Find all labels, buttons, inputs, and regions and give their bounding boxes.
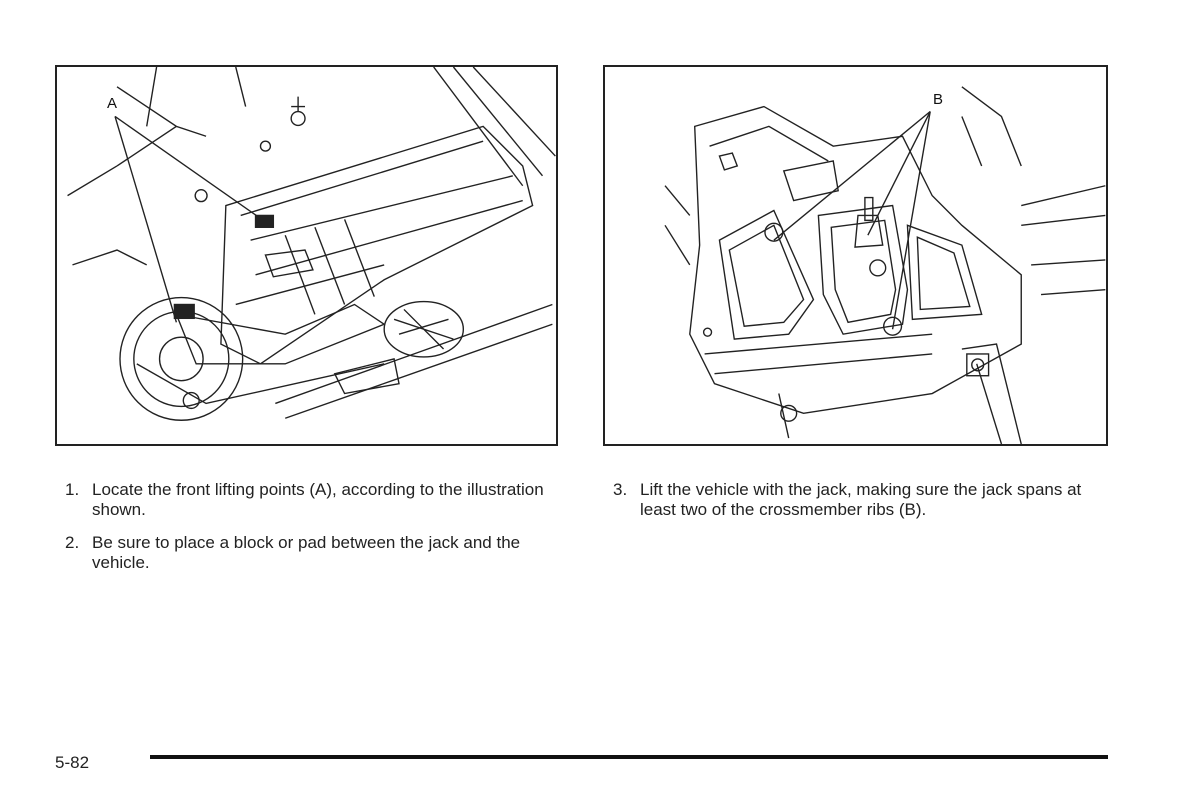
callout-b: B [933,91,944,108]
front-suspension-illustration [67,67,556,421]
step-item: 3. Lift the vehicle with the jack, makin… [613,480,1103,520]
footer-rule [150,755,1108,759]
step-item: 2. Be sure to place a block or pad betwe… [65,533,545,573]
figure-crossmember-ribs: B [603,65,1108,446]
callout-a: A [107,95,118,112]
step-number: 1. [65,480,80,499]
step-number: 2. [65,533,80,552]
figure-front-lifting-points: A [55,65,558,446]
step-text: Lift the vehicle with the jack, making s… [640,480,1082,519]
step-text: Be sure to place a block or pad between … [92,533,521,572]
page-number: 5-82 [55,753,90,772]
instructions-left-column: 1. Locate the front lifting points (A), … [65,480,545,586]
step-list-right: 3. Lift the vehicle with the jack, makin… [613,480,1103,520]
instructions-right-column: 3. Lift the vehicle with the jack, makin… [613,480,1103,533]
step-number: 3. [613,480,628,499]
step-item: 1. Locate the front lifting points (A), … [65,480,545,520]
step-text: Locate the front lifting points (A), acc… [92,480,544,519]
crossmember-illustration [664,86,1106,444]
step-list-left: 1. Locate the front lifting points (A), … [65,480,545,573]
